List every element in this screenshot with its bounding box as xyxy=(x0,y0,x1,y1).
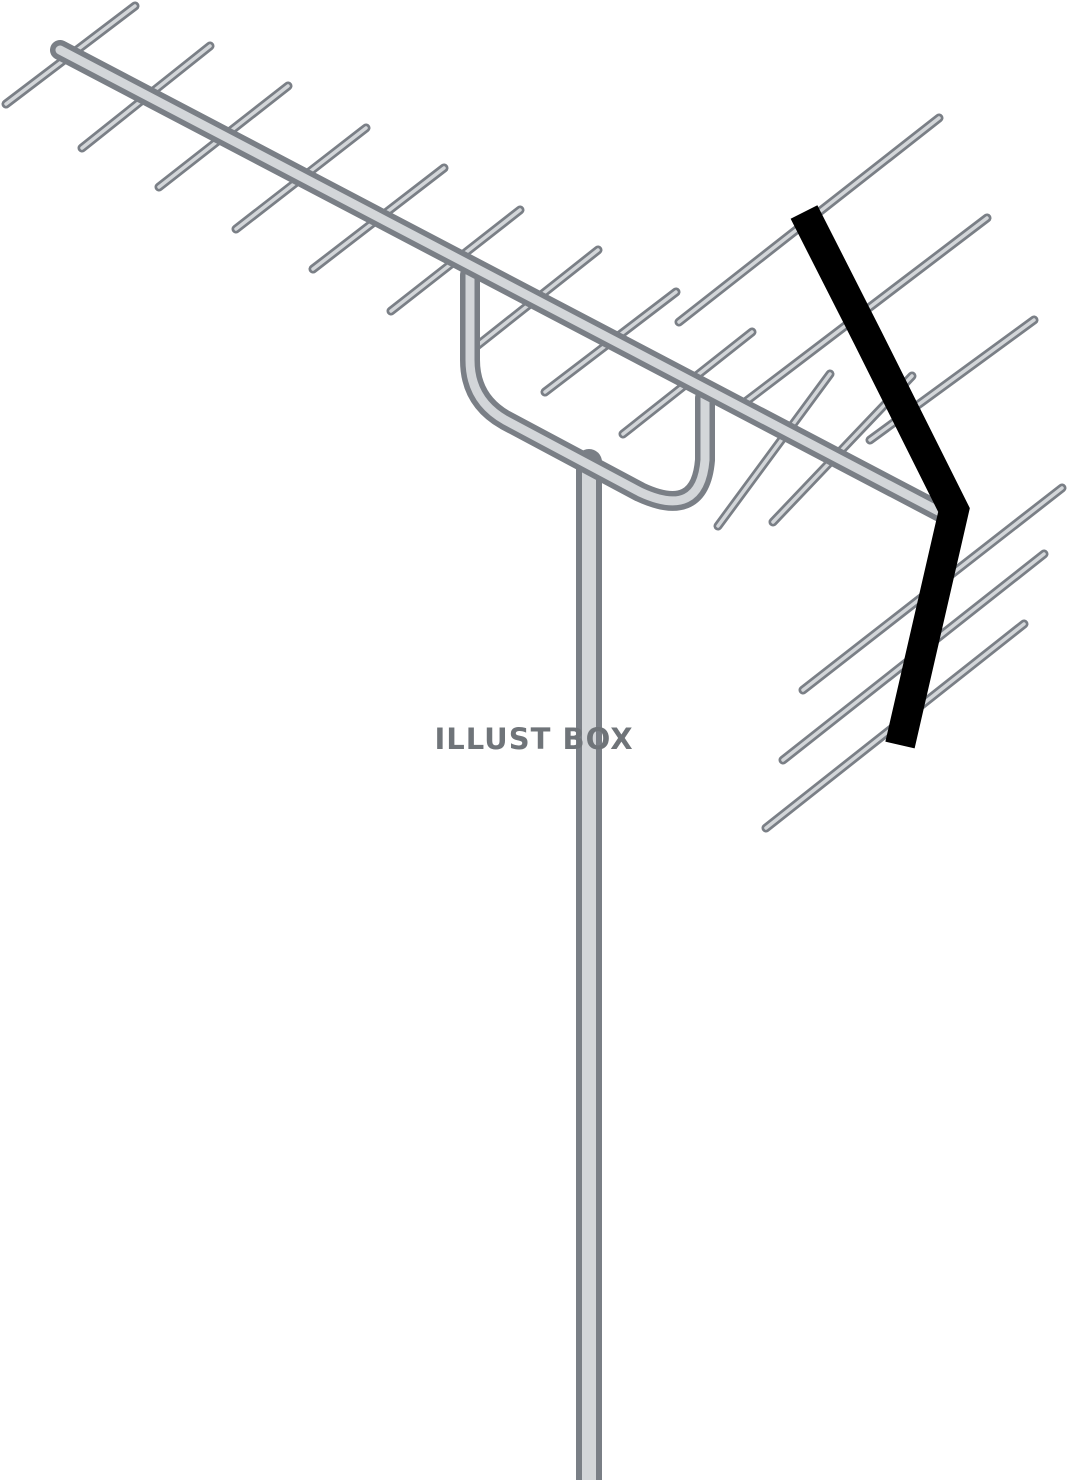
antenna-cable xyxy=(790,205,970,749)
antenna-boom xyxy=(50,40,954,524)
director-rod xyxy=(713,369,835,531)
mounting-bracket xyxy=(460,265,715,511)
